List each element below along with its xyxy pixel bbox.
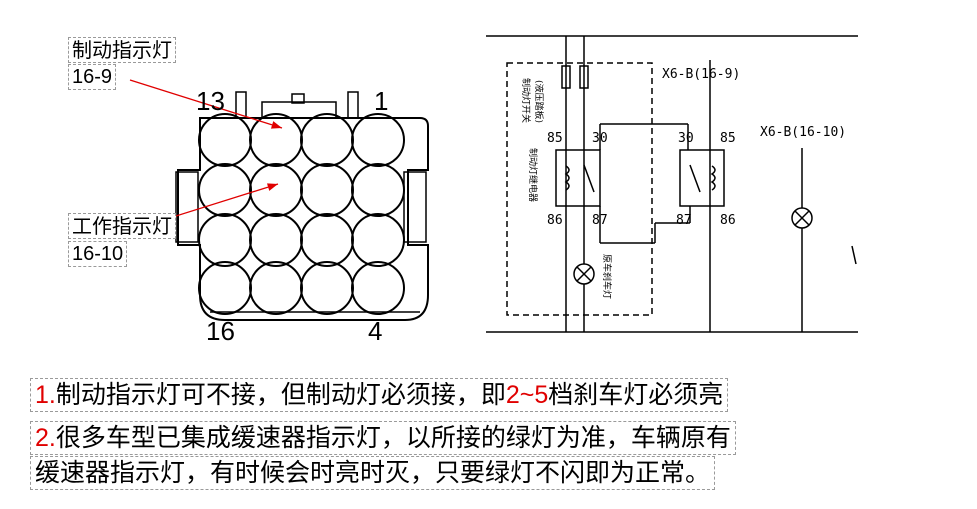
relay2-86: 86 (720, 213, 736, 228)
pin-circle (198, 261, 252, 315)
relay2-30: 30 (678, 131, 694, 146)
relay1-30: 30 (592, 131, 608, 146)
switch-label: 制动灯开关 (520, 78, 532, 123)
lamp-icon (573, 263, 595, 285)
fuse-2 (579, 65, 589, 89)
lamp-label: 原车刹车灯 (601, 254, 613, 299)
connector-side-tab-right (403, 171, 427, 243)
note-line-3: 缓速器指示灯，有时候会时亮时灭，只要绿灯不闪即为正常。 (30, 456, 716, 490)
connector-latch-nub (291, 93, 305, 104)
connector-latch-center (261, 101, 337, 119)
pin-number-1: 1 (374, 86, 388, 116)
pin-circle (198, 213, 252, 267)
x6b-16-10-label: X6-B(16-10) (760, 125, 846, 140)
pin-number-4: 4 (368, 316, 382, 346)
relay2-87: 87 (676, 213, 692, 228)
wiring-schematic (486, 35, 858, 333)
indicator-lamp-icon (791, 207, 813, 229)
pin-number-16: 16 (206, 316, 235, 346)
pin-circle (351, 213, 405, 267)
pin-circle (351, 163, 405, 217)
pin-circle (198, 113, 252, 167)
relay-label: 制动灯继电器 (527, 148, 539, 202)
connector-latch-right (347, 91, 359, 119)
note-1-range: 2~5 (505, 381, 549, 409)
relay1-85: 85 (547, 131, 563, 146)
pin-circle (300, 213, 354, 267)
pin-circle (249, 113, 303, 167)
note-line-1: 1.制动指示灯可不接，但制动灯必须接，即2~5档刹车灯必须亮 (30, 378, 729, 412)
connector-latch-left (235, 91, 247, 119)
pin-circle (300, 113, 354, 167)
relay-1 (555, 149, 601, 207)
pin-circle (300, 163, 354, 217)
note-1-number: 1. (35, 381, 56, 409)
note-1-text-a: 制动指示灯可不接，但制动灯必须接，即 (55, 380, 506, 409)
connector-pins (198, 113, 405, 315)
pin-circle (198, 163, 252, 217)
label-work-pin: 16-10 (68, 241, 128, 267)
relay2-85: 85 (720, 131, 736, 146)
pin-circle (351, 261, 405, 315)
relay-2 (679, 149, 725, 207)
switch-sub-label: (液压踏板) (533, 80, 545, 123)
arrow-brake-to-pin (129, 79, 283, 129)
note-1-text-c: 档刹车灯必须亮 (548, 380, 724, 409)
label-brake-pin: 16-9 (68, 64, 117, 90)
relay1-87: 87 (592, 213, 608, 228)
relay-box-dashed (506, 62, 653, 316)
pin-circle (300, 261, 354, 315)
connector-housing (177, 117, 429, 321)
note-line-2: 2.很多车型已集成缓速器指示灯，以所接的绿灯为准，车辆原有 (30, 421, 736, 455)
x6b-16-9-label: X6-B(16-9) (662, 67, 740, 82)
label-brake-indicator: 制动指示灯 (68, 37, 176, 63)
connector-side-tab-left (175, 171, 199, 243)
fuse-1 (561, 65, 571, 89)
relay1-86: 86 (547, 213, 563, 228)
label-work-indicator: 工作指示灯 (68, 213, 176, 239)
pin-circle (351, 113, 405, 167)
pin-number-13: 13 (196, 86, 225, 116)
pin-circle (249, 261, 303, 315)
note-2-number: 2. (35, 424, 56, 452)
pin-circle (249, 213, 303, 267)
note-2-text: 很多车型已集成缓速器指示灯，以所接的绿灯为准，车辆原有 (55, 423, 731, 452)
